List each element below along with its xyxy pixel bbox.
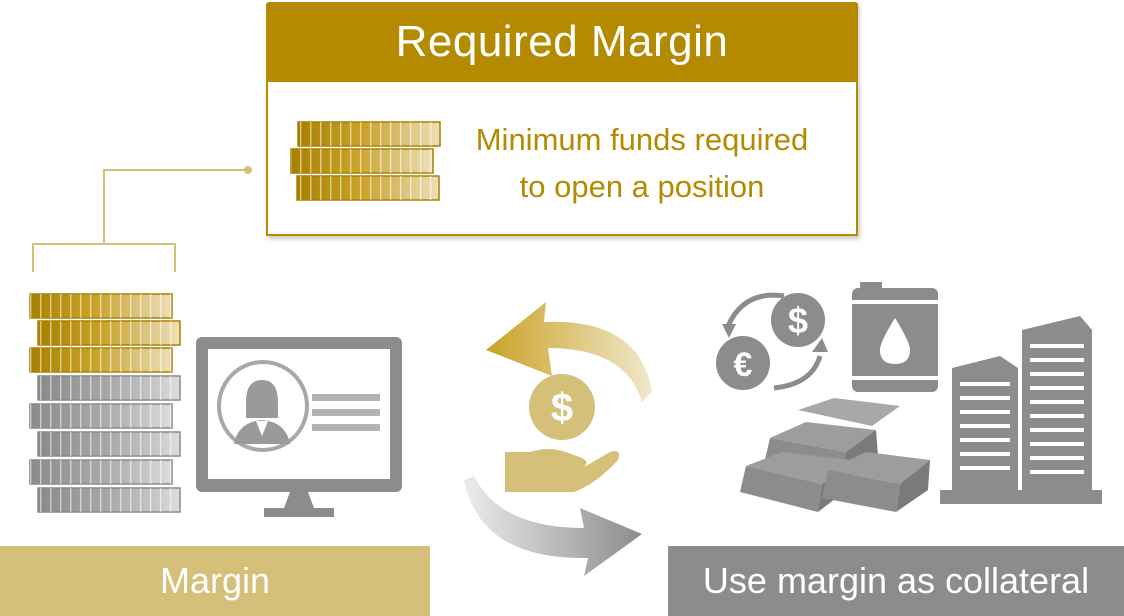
monitor-icon <box>196 337 402 517</box>
definition-coins-icon <box>290 121 441 201</box>
user-avatar-icon <box>217 360 309 452</box>
gray-coins <box>29 375 181 513</box>
definition-text: Minimum funds required to open a positio… <box>452 116 832 210</box>
euro-currency-symbol: € <box>734 346 753 384</box>
connector-line <box>32 166 252 272</box>
margin-label: Margin <box>0 546 430 616</box>
exchange-cycle: $ <box>464 302 652 576</box>
dollar-coin-icon <box>529 374 595 440</box>
margin-coin-stack-icon <box>29 293 181 513</box>
gold-coins <box>29 293 181 373</box>
required-margin-title: Required Margin <box>266 2 858 82</box>
gold-bars-icon <box>740 398 930 512</box>
dollar-coin-symbol: $ <box>551 386 573 430</box>
definition-line-1: Minimum funds required <box>475 122 809 157</box>
profile-text-lines <box>312 394 380 431</box>
oil-barrel-icon <box>852 282 938 392</box>
dollar-currency-symbol: $ <box>788 300 808 341</box>
open-hand-icon <box>505 449 619 492</box>
buildings-icon <box>940 316 1102 504</box>
gray-cycle-arrow-icon <box>464 476 642 576</box>
collateral-label: Use margin as collateral <box>668 546 1124 616</box>
definition-line-2: to open a position <box>519 169 765 204</box>
currency-exchange-icon: $ € <box>716 292 828 391</box>
gold-cycle-arrow-icon <box>486 302 652 402</box>
